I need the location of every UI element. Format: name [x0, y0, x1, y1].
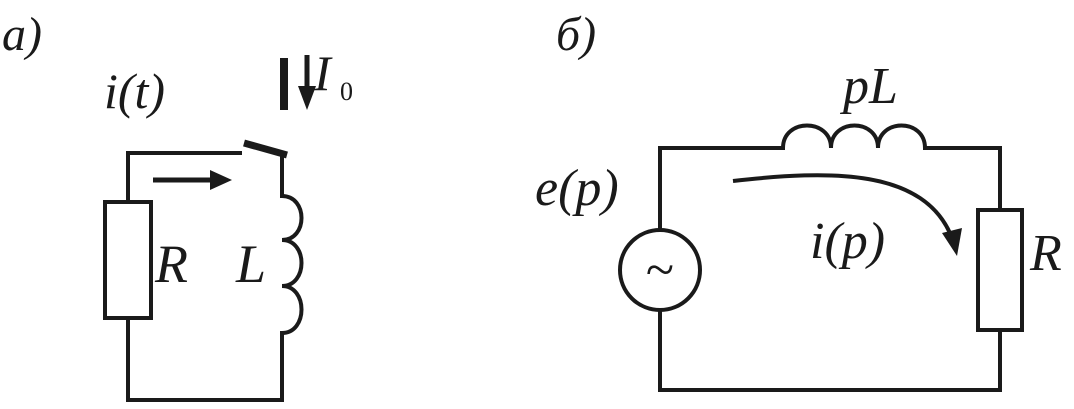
ac-symbol-icon: ~ [646, 242, 674, 299]
circuit-b-left-top-wire [658, 146, 785, 232]
current-label-b: i(p) [810, 213, 885, 270]
circuit-b-right-top-wire [923, 146, 1002, 212]
initial-current-label: I [313, 45, 333, 101]
inductor-label-a: L [235, 234, 266, 294]
current-arrowhead-a [210, 170, 232, 190]
resistor-label-a: R [154, 234, 188, 294]
current-arrowhead-b [942, 228, 962, 256]
resistor-r-a [103, 200, 153, 320]
circuit-b: б) pL ~ e(p) R i(p) [535, 8, 1062, 392]
initial-current-arrowhead [298, 86, 316, 110]
inductor-pl-b [781, 123, 927, 150]
inductor-label-b: pL [839, 58, 898, 115]
voltage-source [618, 228, 702, 312]
circuit-a-top-wire [126, 151, 242, 204]
circuit-a-bottom-wire [126, 316, 284, 402]
source-label: e(p) [535, 160, 619, 217]
resistor-label-b: R [1029, 225, 1062, 282]
initial-current-bar [280, 58, 288, 110]
current-label-a: i(t) [104, 63, 165, 119]
circuit-a: а) R L i(t) I 0 [2, 8, 353, 402]
resistor-r-b [976, 208, 1024, 332]
circuit-b-bottom-wire [658, 308, 1002, 392]
switch [243, 139, 288, 159]
current-arrow-b [732, 173, 954, 239]
panel-b-label: б) [556, 8, 596, 61]
initial-current-subscript: 0 [340, 77, 353, 106]
panel-a-label: а) [2, 8, 42, 61]
inductor-l-a [280, 194, 304, 335]
